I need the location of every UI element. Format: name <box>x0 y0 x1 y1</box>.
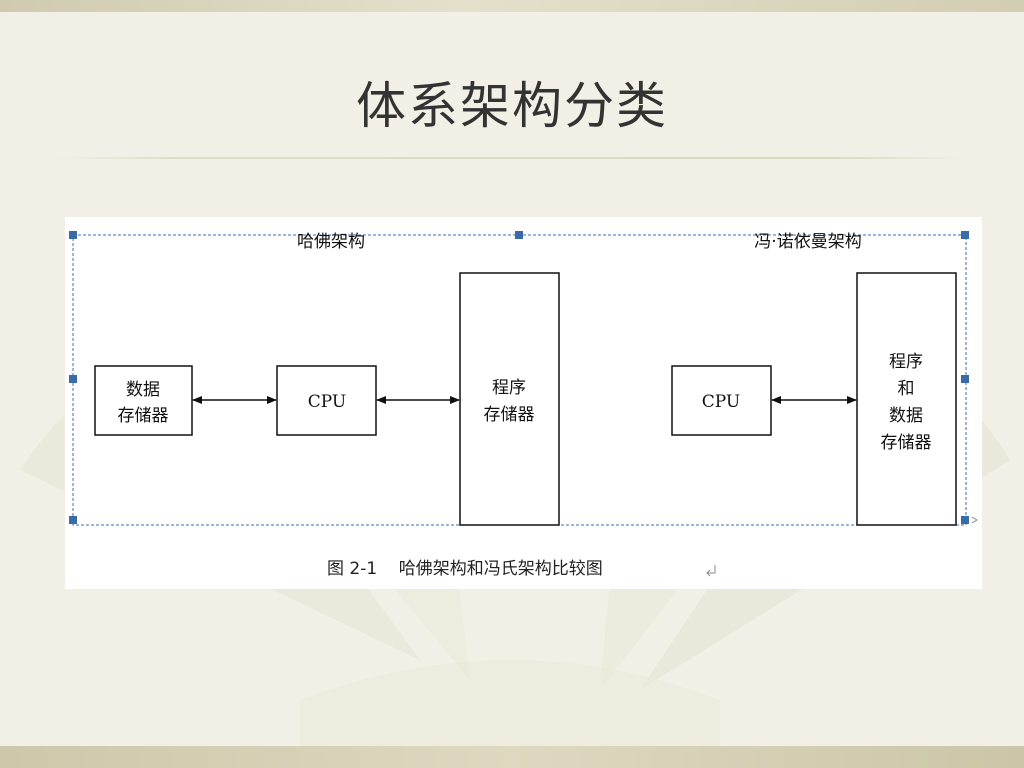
data-memory-label-line1: 数据 <box>126 380 160 400</box>
paragraph-mark-icon <box>706 565 716 577</box>
figure-caption: 图 2-1 哈佛架构和冯氏架构比较图 <box>327 559 603 579</box>
data-memory-label-line2: 存储器 <box>118 406 169 426</box>
von-neumann-heading: 冯·诺依曼架构 <box>754 232 861 252</box>
architecture-figure[interactable]: 哈佛架构 数据 存储器 CPU 程序 存储器 冯·诺依曼架构 CPU 程序 和 … <box>65 217 982 589</box>
unified-memory-label-line2: 和 <box>898 379 915 399</box>
von-neumann-cpu-label: CPU <box>702 392 740 412</box>
unified-memory-label-line3: 数据 <box>889 406 923 426</box>
resize-handle-middle-right <box>961 375 969 383</box>
von-neumann-cpu-box <box>671 365 772 436</box>
program-memory-label-line2: 存储器 <box>484 405 535 425</box>
harvard-heading: 哈佛架构 <box>297 232 365 252</box>
resize-handle-top-center <box>515 231 523 239</box>
resize-handle-bottom-right <box>961 516 969 524</box>
unified-memory-label-line1: 程序 <box>889 352 923 372</box>
resize-handle-top-left <box>69 231 77 239</box>
program-memory-box <box>459 272 560 526</box>
title-divider <box>50 157 972 159</box>
harvard-cpu-box <box>276 365 377 436</box>
unified-memory-label-line4: 存储器 <box>881 433 932 453</box>
return-mark-icon <box>971 516 978 524</box>
architecture-diagram: 哈佛架构 数据 存储器 CPU 程序 存储器 冯·诺依曼架构 CPU 程序 和 … <box>69 231 978 579</box>
harvard-cpu-label: CPU <box>308 392 346 412</box>
bottom-decor-band <box>0 746 1024 768</box>
unified-memory-box <box>856 272 957 526</box>
program-memory-label-line1: 程序 <box>492 378 526 398</box>
resize-handle-middle-left <box>69 375 77 383</box>
data-memory-box <box>94 365 193 436</box>
top-decor-band <box>0 0 1024 12</box>
resize-handle-bottom-left <box>69 516 77 524</box>
resize-handle-top-right <box>961 231 969 239</box>
slide-title: 体系架构分类 <box>356 77 668 135</box>
